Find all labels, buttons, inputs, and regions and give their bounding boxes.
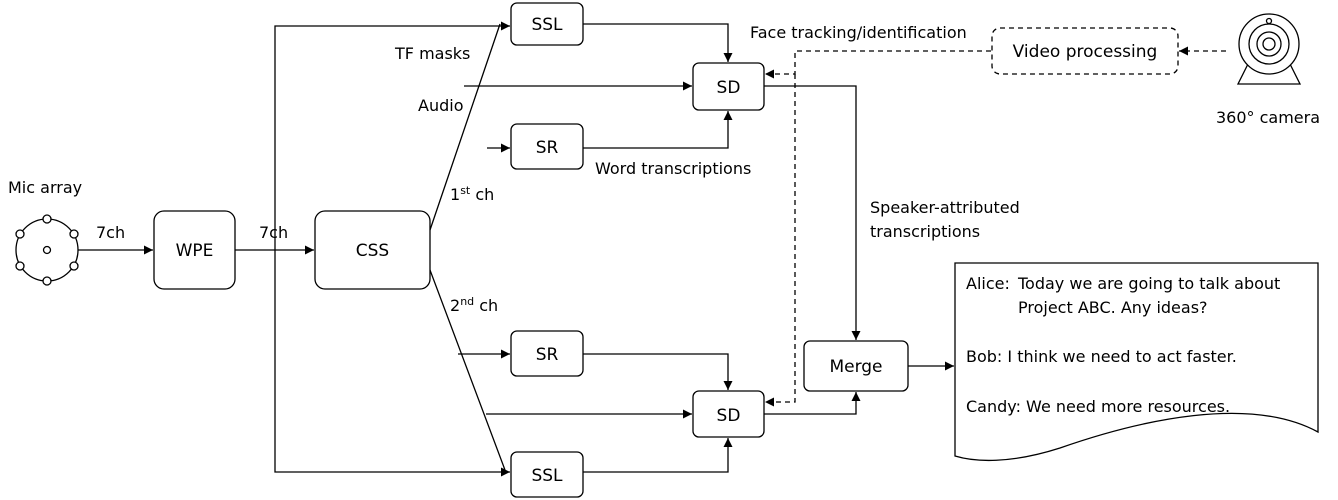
ch7-label-a: 7ch <box>96 223 125 242</box>
ch1-suffix: ch <box>470 185 494 204</box>
camera-label: 360° camera <box>1216 108 1320 127</box>
camera-icon <box>1236 13 1302 85</box>
alice-line-1: Today we are going to talk about <box>1017 274 1280 293</box>
sd-bottom-label: SD <box>717 406 741 426</box>
sd-top-to-merge-arrow <box>764 85 861 340</box>
candy-line: Candy: We need more resources. <box>966 397 1230 416</box>
video-processing-label: Video processing <box>1013 42 1158 62</box>
ch2-superscript: nd <box>460 295 474 308</box>
video-to-sd-top-arrow <box>765 50 991 79</box>
ssl-bottom-node: SSL <box>510 451 584 498</box>
wpe-to-ssl-top-arrow <box>274 21 510 250</box>
bob-line: Bob: I think we need to act faster. <box>966 347 1237 366</box>
mic-array-icon <box>15 214 79 286</box>
ssl-top-to-sd-arrow <box>583 23 733 62</box>
alice-line-2: Project ABC. Any ideas? <box>1018 298 1208 317</box>
ch7-label-b: 7ch <box>259 223 288 242</box>
sr-bottom-node: SR <box>510 330 584 377</box>
sr-top-to-sd-arrow <box>583 111 733 149</box>
video-processing-node: Video processing <box>991 27 1179 75</box>
speaker-attributed-label-2: transcriptions <box>870 222 980 241</box>
sd-top-label: SD <box>717 78 741 98</box>
sd-bottom-node: SD <box>692 390 765 438</box>
tf-masks-label: TF masks <box>394 44 470 63</box>
wpe-label: WPE <box>176 241 214 261</box>
sr-top-label: SR <box>536 138 559 158</box>
first-channel-line <box>429 23 501 231</box>
transcript-document: Alice: Today we are going to talk about … <box>954 262 1319 462</box>
ssl-top-label: SSL <box>531 15 563 35</box>
sd-top-node: SD <box>692 62 765 111</box>
ch1-number: 1 <box>450 185 460 204</box>
ch2-number: 2 <box>450 296 460 315</box>
merge-node: Merge <box>803 340 909 392</box>
sr-top-node: SR <box>510 123 584 170</box>
mic-array-label: Mic array <box>8 178 82 197</box>
ssl-bottom-label: SSL <box>531 466 563 486</box>
second-channel-label: 2nd ch <box>450 295 498 315</box>
sd-bottom-to-merge-arrow <box>764 392 861 415</box>
speaker-attributed-label-1: Speaker-attributed <box>870 198 1020 217</box>
merge-label: Merge <box>829 357 882 377</box>
css-label: CSS <box>356 241 389 261</box>
face-tracking-label: Face tracking/identification <box>750 23 967 42</box>
video-to-sd-bottom-arrow <box>765 74 796 407</box>
ch2-suffix: ch <box>474 296 498 315</box>
wpe-to-ssl-bottom-arrow <box>274 250 510 477</box>
audio-label: Audio <box>418 96 463 115</box>
wpe-node: WPE <box>153 210 236 290</box>
sr-bottom-label: SR <box>536 345 559 365</box>
word-transcriptions-label: Word transcriptions <box>595 159 751 178</box>
ch1-superscript: st <box>460 184 471 197</box>
alice-speaker: Alice: <box>966 274 1010 293</box>
sr-bottom-to-sd-arrow <box>583 353 733 390</box>
css-node: CSS <box>314 210 431 290</box>
first-channel-label: 1st ch <box>450 184 494 204</box>
ssl-bottom-to-sd-arrow <box>583 438 733 473</box>
second-channel-line <box>429 269 506 471</box>
ssl-top-node: SSL <box>510 2 584 46</box>
